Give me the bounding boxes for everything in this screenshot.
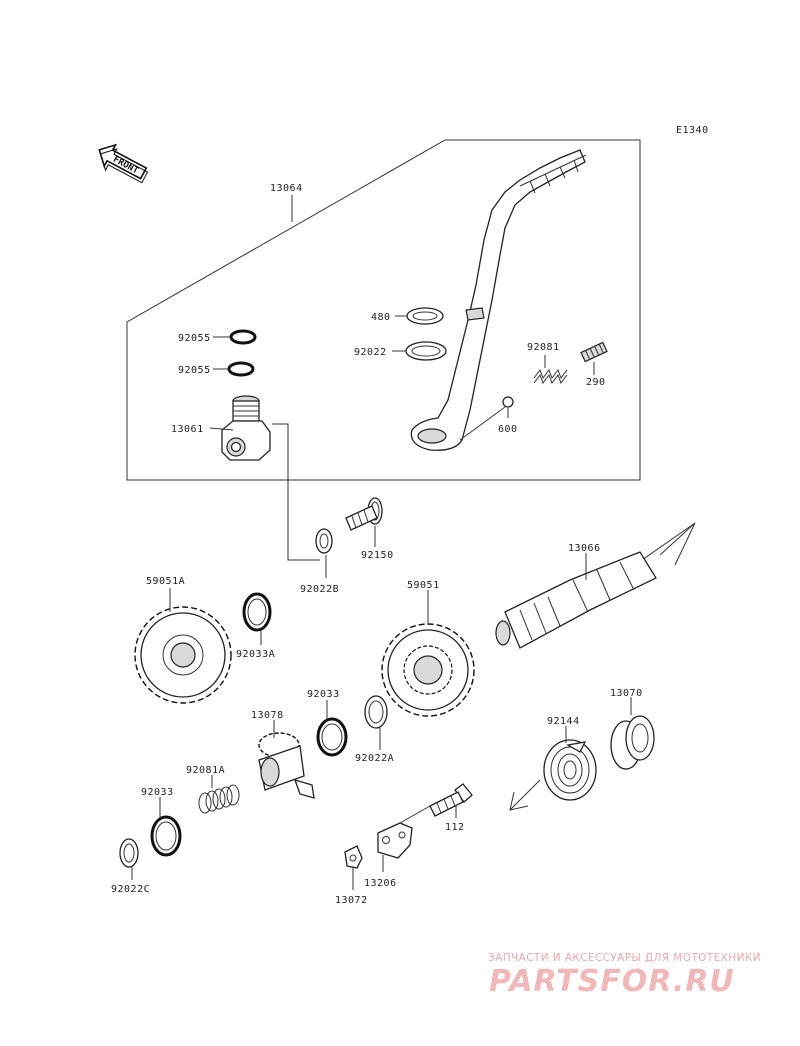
gear-59051A — [134, 606, 232, 704]
label-13206: 13206 — [364, 878, 397, 889]
label-92033A: 92033A — [236, 649, 275, 660]
label-59051A: 59051A — [146, 576, 185, 587]
ring-92033A — [242, 592, 272, 632]
spring-92081 — [533, 368, 568, 385]
label-92150: 92150 — [361, 550, 394, 561]
pin-290 — [580, 341, 608, 363]
gear-59051 — [381, 623, 475, 717]
ring-92033-low — [150, 815, 182, 857]
label-13078: 13078 — [251, 710, 284, 721]
washer-92022A — [364, 695, 388, 729]
washer-92022C — [119, 838, 139, 868]
bolt-112 — [429, 783, 473, 817]
washer-480 — [406, 307, 444, 325]
kick-pedal-arm — [410, 149, 587, 451]
label-92055-b: 92055 — [178, 365, 211, 376]
label-92022B: 92022B — [300, 584, 339, 595]
diagram-code: E1340 — [676, 125, 709, 136]
label-92022C: 92022C — [111, 884, 150, 895]
label-92144: 92144 — [547, 716, 580, 727]
guide-13070 — [610, 715, 655, 770]
pawl-13072 — [344, 845, 363, 869]
washer-92022B — [315, 528, 333, 554]
label-13070: 13070 — [610, 688, 643, 699]
o-ring-92055-b — [227, 361, 255, 377]
label-92033-low: 92033 — [141, 787, 174, 798]
ratchet-13078 — [258, 732, 315, 799]
label-13066: 13066 — [568, 543, 601, 554]
label-13064: 13064 — [270, 183, 303, 194]
label-13072: 13072 — [335, 895, 368, 906]
pedal-boss-13061 — [221, 395, 271, 461]
label-290: 290 — [586, 377, 606, 388]
label-92033-mid: 92033 — [307, 689, 340, 700]
label-59051: 59051 — [407, 580, 440, 591]
label-600: 600 — [498, 424, 518, 435]
spring-92144 — [509, 739, 597, 811]
kick-shaft-13066 — [495, 522, 696, 649]
label-92081A: 92081A — [186, 765, 225, 776]
label-92022A: 92022A — [355, 753, 394, 764]
bolt-92150 — [345, 497, 383, 531]
label-13061: 13061 — [171, 424, 204, 435]
label-480: 480 — [371, 312, 391, 323]
ball-600 — [502, 396, 514, 408]
front-arrow-icon: FRONT — [98, 143, 149, 184]
plate-13206 — [377, 822, 413, 859]
label-92055-a: 92055 — [178, 333, 211, 344]
label-112: 112 — [445, 822, 465, 833]
ring-92033-mid — [316, 717, 348, 757]
label-92081-top: 92081 — [527, 342, 560, 353]
watermark-logo: PARTSFOR.RU — [489, 964, 735, 999]
assembly-box — [126, 139, 641, 481]
label-92022: 92022 — [354, 347, 387, 358]
spring-92081A — [198, 784, 240, 814]
o-ring-92055-a — [229, 329, 257, 345]
watermark-tagline: ЗАПЧАСТИ И АКСЕССУАРЫ ДЛЯ МОТОТЕХНИКИ — [488, 952, 761, 964]
